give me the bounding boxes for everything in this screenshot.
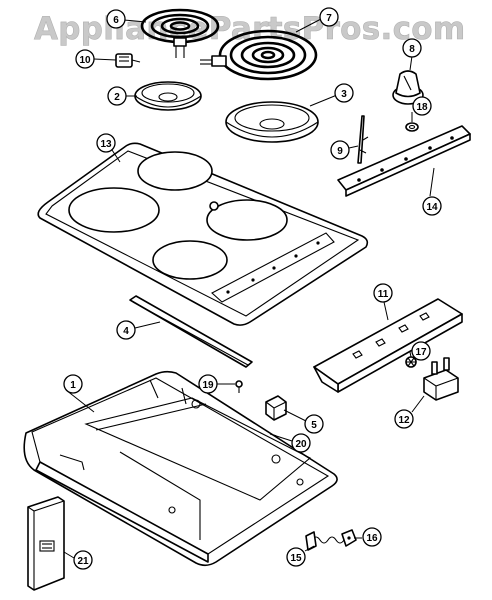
part-5-mounting-clip[interactable] xyxy=(265,395,287,421)
part-4-trim-strip[interactable] xyxy=(129,295,253,368)
callout-8[interactable]: 8 xyxy=(402,38,422,58)
part-12-infinite-switch[interactable] xyxy=(423,357,459,401)
part-9-sensor-probe[interactable] xyxy=(357,115,369,164)
svg-text:4: 4 xyxy=(123,326,129,337)
callout-16[interactable]: 16 xyxy=(362,527,382,547)
callout-3[interactable]: 3 xyxy=(334,83,354,103)
callout-9[interactable]: 9 xyxy=(330,140,350,160)
svg-text:21: 21 xyxy=(77,556,89,567)
leader-lines xyxy=(63,18,435,559)
callout-11[interactable]: 11 xyxy=(373,283,393,303)
callout-19[interactable]: 19 xyxy=(198,374,218,394)
callout-21[interactable]: 21 xyxy=(73,550,93,570)
svg-text:20: 20 xyxy=(295,439,307,450)
part-14-control-panel-bracket[interactable] xyxy=(337,125,471,197)
part-2-small-drip-bowl[interactable] xyxy=(134,81,202,111)
part-3-large-drip-bowl[interactable] xyxy=(225,101,319,143)
svg-text:13: 13 xyxy=(100,139,112,150)
callout-15[interactable]: 15 xyxy=(286,547,306,567)
svg-text:8: 8 xyxy=(409,44,415,55)
callout-13[interactable]: 13 xyxy=(96,133,116,153)
callout-1[interactable]: 1 xyxy=(63,374,83,394)
svg-text:2: 2 xyxy=(114,92,120,103)
part-6-small-surface-element[interactable] xyxy=(140,8,220,58)
callout-14[interactable]: 14 xyxy=(422,196,442,216)
svg-text:19: 19 xyxy=(202,380,214,391)
svg-text:14: 14 xyxy=(426,202,438,213)
part-19-screw[interactable] xyxy=(235,380,243,393)
svg-text:5: 5 xyxy=(311,420,317,431)
svg-text:3: 3 xyxy=(341,89,347,100)
callout-12[interactable]: 12 xyxy=(394,409,414,429)
svg-text:18: 18 xyxy=(416,102,428,113)
watermark-text: AppliancePartsPros.com xyxy=(34,11,466,47)
part-21-junction-box[interactable] xyxy=(27,496,65,591)
svg-text:9: 9 xyxy=(337,146,343,157)
part-18-nut[interactable] xyxy=(405,122,419,132)
part-11-control-bracket[interactable] xyxy=(313,298,463,393)
part-17-spring[interactable] xyxy=(405,356,417,368)
part-10-terminal-block[interactable] xyxy=(115,53,141,68)
callout-6[interactable]: 6 xyxy=(106,9,126,29)
svg-text:15: 15 xyxy=(290,553,302,564)
svg-text:7: 7 xyxy=(326,13,332,24)
callout-2[interactable]: 2 xyxy=(107,86,127,106)
callout-10[interactable]: 10 xyxy=(75,49,95,69)
svg-text:11: 11 xyxy=(378,289,389,300)
callout-17[interactable]: 17 xyxy=(411,341,431,361)
svg-text:6: 6 xyxy=(113,15,119,26)
callout-5[interactable]: 5 xyxy=(304,414,324,434)
svg-text:16: 16 xyxy=(366,533,378,544)
callout-18[interactable]: 18 xyxy=(412,96,432,116)
part-16-terminal[interactable] xyxy=(341,529,357,547)
svg-text:10: 10 xyxy=(79,55,91,66)
part-7-large-surface-element[interactable] xyxy=(200,29,318,81)
part-15-wire-harness[interactable] xyxy=(305,531,345,551)
svg-text:12: 12 xyxy=(398,415,410,426)
part-1-burner-box[interactable] xyxy=(23,370,338,567)
part-13-cooktop-top[interactable] xyxy=(37,142,369,326)
callout-20[interactable]: 20 xyxy=(291,433,311,453)
svg-text:17: 17 xyxy=(415,347,427,358)
callout-7[interactable]: 7 xyxy=(319,7,339,27)
svg-text:1: 1 xyxy=(70,380,76,391)
callout-4[interactable]: 4 xyxy=(116,320,136,340)
